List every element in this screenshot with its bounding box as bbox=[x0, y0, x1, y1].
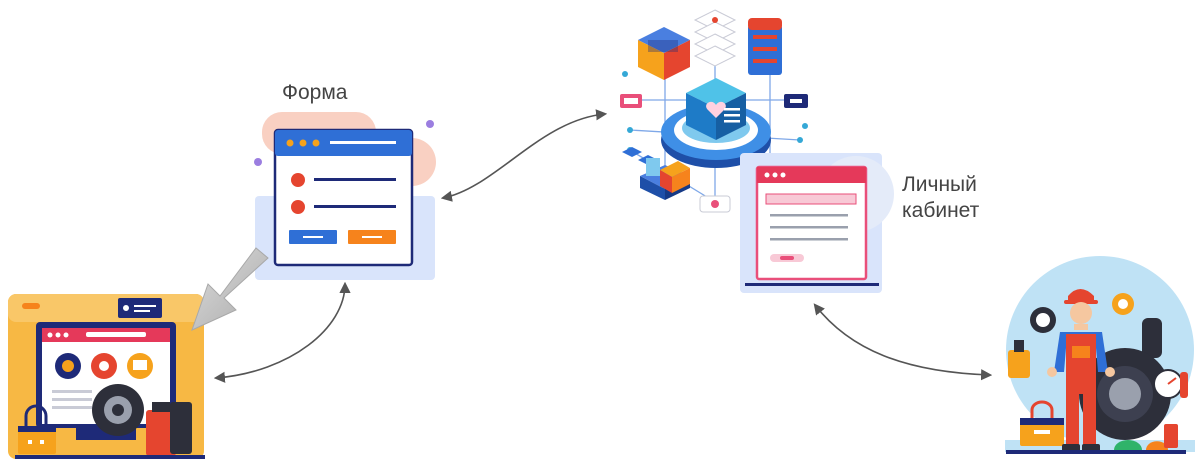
pointer-arrow-website-to-form bbox=[191, 247, 269, 331]
arrow-cabinet-mechanic bbox=[813, 303, 993, 381]
connection-arrows bbox=[213, 109, 993, 383]
personal-cabinet-window-icon bbox=[740, 153, 894, 293]
cabinet-label-line2: кабинет bbox=[902, 199, 980, 222]
mechanic-figure bbox=[1047, 289, 1115, 452]
website-shop-illustration-icon bbox=[8, 294, 205, 459]
form-label: Форма bbox=[282, 81, 348, 104]
cabinet-label: Личный кабинет bbox=[902, 172, 979, 224]
arrow-website-form bbox=[213, 281, 351, 383]
arrow-form-server bbox=[440, 109, 608, 202]
cabinet-label-line1: Личный bbox=[902, 173, 977, 196]
server-platform-isometric-icon bbox=[620, 9, 808, 213]
tire-mechanic-illustration-icon bbox=[1005, 256, 1195, 454]
form-window-icon bbox=[254, 112, 436, 280]
